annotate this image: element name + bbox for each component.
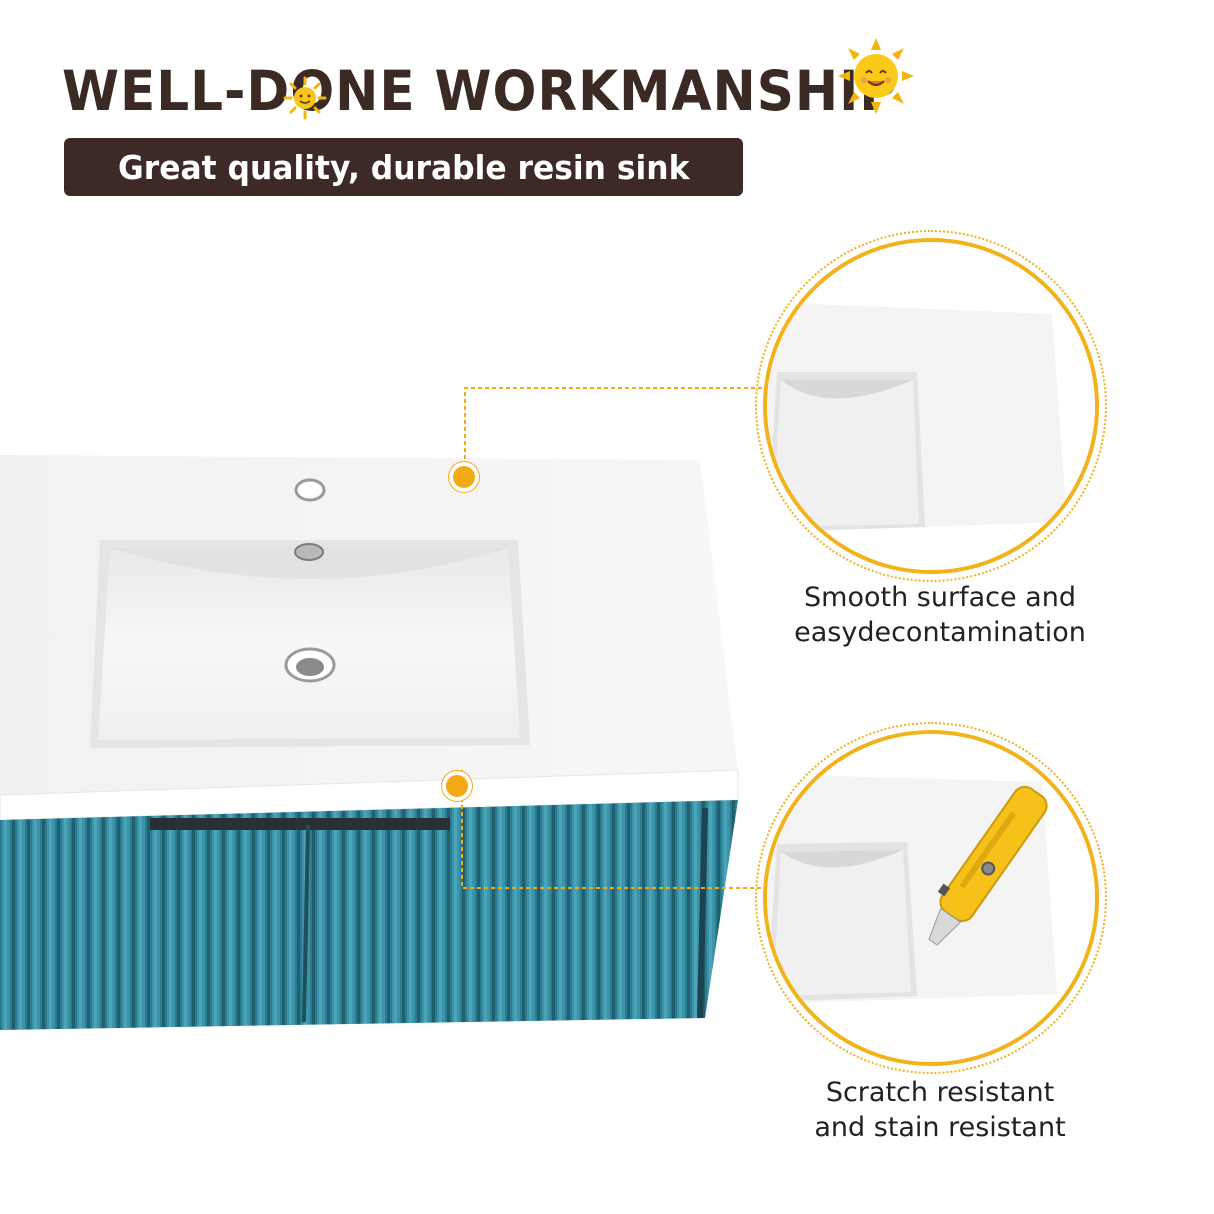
caption-line: Scratch resistant bbox=[825, 1077, 1055, 1108]
subtitle-text: Great quality, durable resin sink bbox=[117, 147, 690, 187]
caption-line: easydecontamination bbox=[794, 617, 1086, 648]
callout-connector bbox=[461, 387, 780, 889]
vanity-product-image bbox=[0, 455, 739, 1030]
sun-icon bbox=[283, 76, 327, 120]
feature-closeup-scratch bbox=[763, 730, 1099, 1066]
feature-caption: Smooth surface and easydecontamination bbox=[780, 580, 1100, 650]
sink-closeup-icon bbox=[767, 242, 1095, 570]
utility-knife-icon bbox=[767, 734, 1095, 1062]
feature-closeup-smooth bbox=[763, 238, 1099, 574]
callout-dot bbox=[453, 466, 475, 488]
feature-caption: Scratch resistant and stain resistant bbox=[780, 1075, 1100, 1145]
subtitle-banner: Great quality, durable resin sink bbox=[64, 138, 743, 196]
sun-icon bbox=[838, 38, 914, 114]
caption-line: Smooth surface and bbox=[804, 582, 1076, 613]
page-title: WELL-DONE WORKMANSHIP bbox=[62, 59, 899, 123]
callout-dot bbox=[446, 775, 468, 797]
caption-line: and stain resistant bbox=[814, 1112, 1066, 1143]
